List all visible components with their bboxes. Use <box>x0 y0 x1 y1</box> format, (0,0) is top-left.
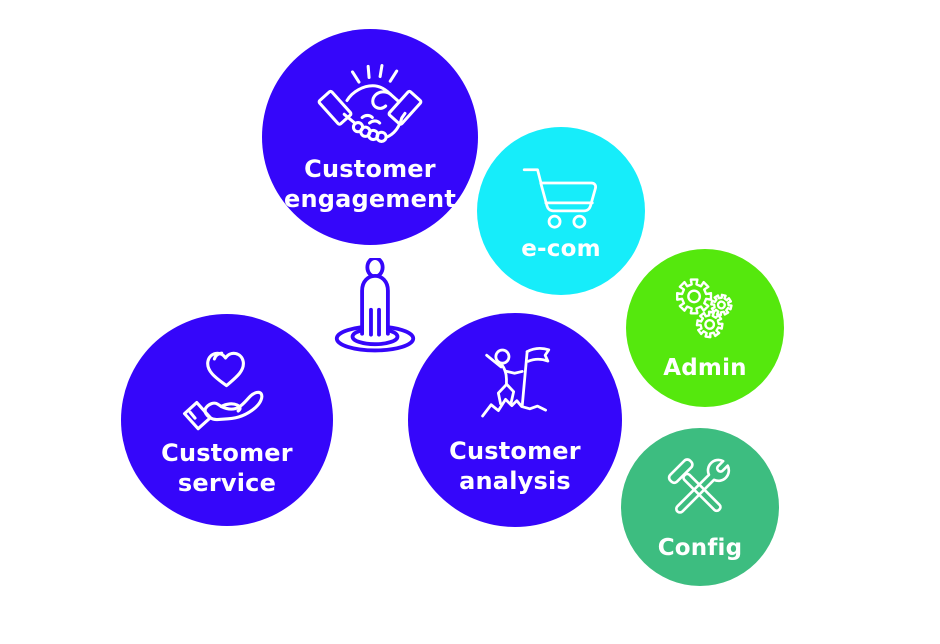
bubble-customer-engagement[interactable]: Customer engagement <box>262 29 478 245</box>
handshake-icon <box>317 63 423 143</box>
bubble-config[interactable]: Config <box>621 428 779 586</box>
bubble-label-admin: Admin <box>663 355 747 382</box>
hand-heart-icon <box>182 351 264 431</box>
center-figure <box>332 258 418 358</box>
shopping-cart-icon <box>522 167 597 229</box>
bubble-label-customer-engagement: Customer engagement <box>283 154 457 213</box>
bubble-customer-analysis[interactable]: Customer analysis <box>408 313 622 527</box>
bubble-customer-service[interactable]: Customer service <box>121 314 333 526</box>
bubble-label-customer-analysis: Customer analysis <box>449 436 581 495</box>
bubble-label-customer-service: Customer service <box>161 438 293 497</box>
gears-icon <box>676 278 735 340</box>
hammer-wrench-icon <box>667 457 731 514</box>
bubble-label-e-com: e-com <box>521 235 601 262</box>
bubble-label-config: Config <box>657 534 743 561</box>
person-ripple-icon <box>334 258 416 353</box>
bubble-e-com[interactable]: e-com <box>477 127 645 295</box>
bubble-admin[interactable]: Admin <box>626 249 784 407</box>
flag-summit-icon <box>481 346 551 418</box>
